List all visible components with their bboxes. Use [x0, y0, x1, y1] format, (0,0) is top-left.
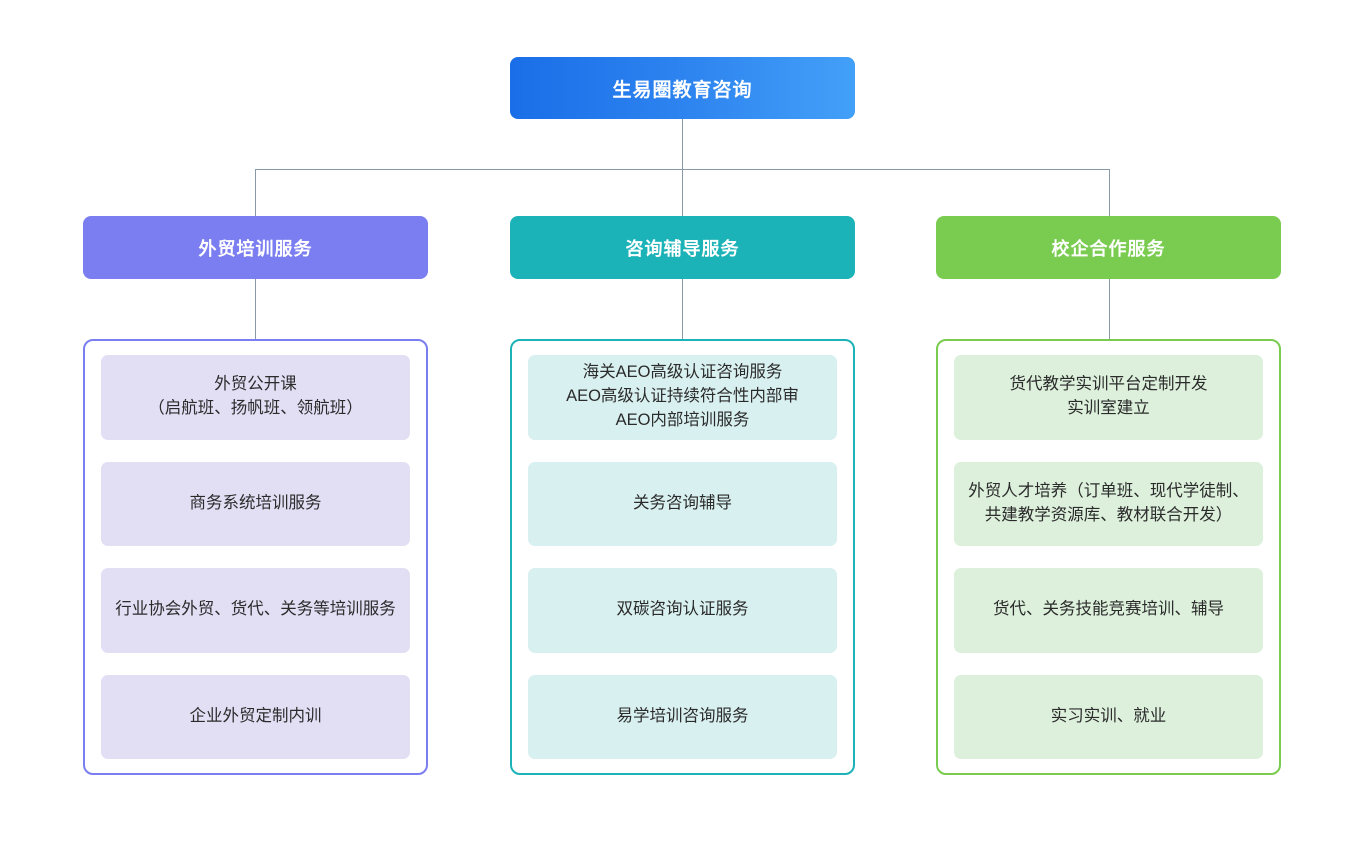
item-card[interactable]: 外贸公开课 （启航班、扬帆班、领航班） — [101, 355, 410, 440]
root-node[interactable]: 生易圈教育咨询 — [510, 57, 855, 119]
connector-header-to-items-1 — [255, 279, 256, 339]
item-card[interactable]: 易学培训咨询服务 — [528, 674, 837, 759]
branch-items-zxfdfw: 海关AEO高级认证咨询服务 AEO高级认证持续符合性内部审 AEO内部培训服务 … — [510, 339, 855, 775]
item-card[interactable]: 关务咨询辅导 — [528, 461, 837, 546]
connector-header-to-items-3 — [1109, 279, 1110, 339]
item-card[interactable]: 行业协会外贸、货代、关务等培训服务 — [101, 568, 410, 653]
item-card[interactable]: 货代、关务技能竞赛培训、辅导 — [954, 568, 1263, 653]
connector-drop-branch-2 — [682, 169, 683, 216]
branch-header-zxfdfw[interactable]: 咨询辅导服务 — [510, 216, 855, 279]
item-card[interactable]: 货代教学实训平台定制开发 实训室建立 — [954, 355, 1263, 440]
branch-header-wmpxfw[interactable]: 外贸培训服务 — [83, 216, 428, 279]
branch-header-label: 外贸培训服务 — [198, 238, 313, 259]
branch-header-label: 校企合作服务 — [1051, 238, 1166, 259]
item-card[interactable]: 外贸人才培养（订单班、现代学徒制、共建教学资源库、教材联合开发） — [954, 461, 1263, 546]
branch-items-xqhzfw: 货代教学实训平台定制开发 实训室建立 外贸人才培养（订单班、现代学徒制、共建教学… — [936, 339, 1281, 775]
item-card[interactable]: 双碳咨询认证服务 — [528, 568, 837, 653]
connector-drop-branch-1 — [255, 169, 256, 216]
connector-drop-branch-3 — [1109, 169, 1110, 216]
item-card[interactable]: 实习实训、就业 — [954, 674, 1263, 759]
item-card[interactable]: 海关AEO高级认证咨询服务 AEO高级认证持续符合性内部审 AEO内部培训服务 — [528, 355, 837, 440]
item-card[interactable]: 商务系统培训服务 — [101, 461, 410, 546]
item-card[interactable]: 企业外贸定制内训 — [101, 674, 410, 759]
branch-items-wmpxfw: 外贸公开课 （启航班、扬帆班、领航班） 商务系统培训服务 行业协会外贸、货代、关… — [83, 339, 428, 775]
root-node-label: 生易圈教育咨询 — [612, 79, 753, 101]
connector-header-to-items-2 — [682, 279, 683, 339]
branch-header-xqhzfw[interactable]: 校企合作服务 — [936, 216, 1281, 279]
branch-header-label: 咨询辅导服务 — [625, 238, 740, 259]
connector-root-stem — [682, 119, 683, 169]
